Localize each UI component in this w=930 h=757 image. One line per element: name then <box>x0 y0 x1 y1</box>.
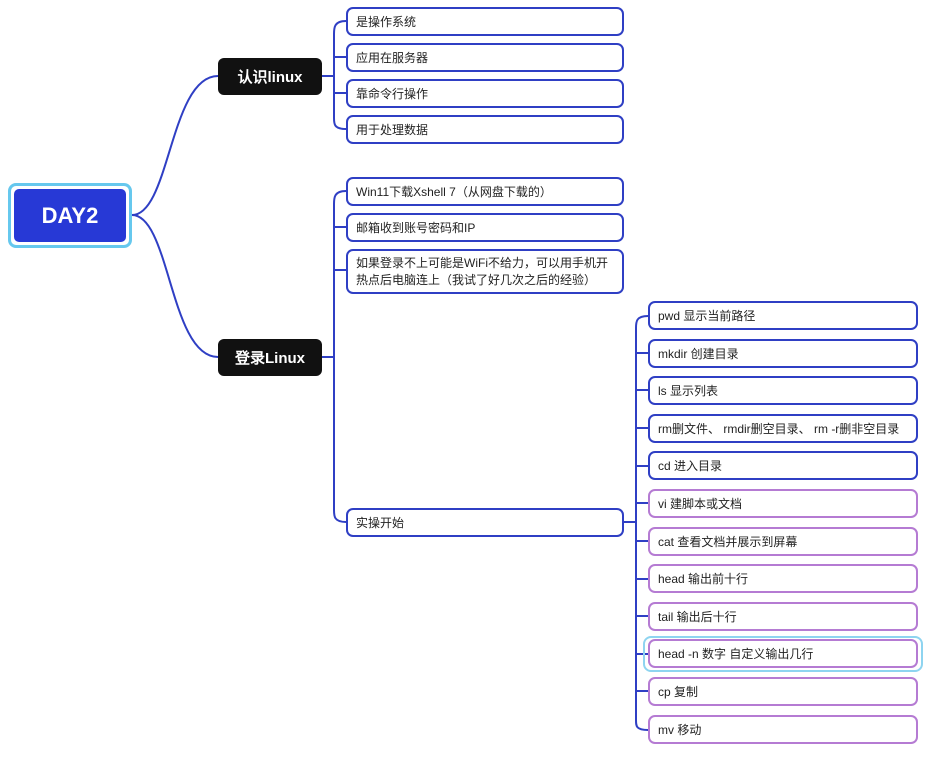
command-vi[interactable]: vi 建脚本或文档 <box>648 489 918 518</box>
subtopic-wifi-tip[interactable]: 如果登录不上可能是WiFi不给力，可以用手机开热点后电脑连上（我试了好几次之后的… <box>346 249 624 294</box>
branch-topic-recognize-linux[interactable]: 认识linux <box>218 58 322 95</box>
subtopic-label: Win11下载Xshell 7（从网盘下载的） <box>356 185 552 199</box>
selection-highlight <box>643 636 923 672</box>
command-label: ls 显示列表 <box>658 384 719 398</box>
command-rm[interactable]: rm删文件、 rmdir删空目录、 rm -r删非空目录 <box>648 414 918 443</box>
subtopic-label: 实操开始 <box>356 516 405 530</box>
command-cd[interactable]: cd 进入目录 <box>648 451 918 480</box>
command-label: head -n 数字 自定义输出几行 <box>658 647 814 661</box>
root-topic-label: DAY2 <box>14 189 126 242</box>
command-label: pwd 显示当前路径 <box>658 309 756 323</box>
command-label: cp 复制 <box>658 685 699 699</box>
command-label: head 输出前十行 <box>658 572 749 586</box>
command-label: tail 输出后十行 <box>658 610 737 624</box>
branch-topic-label: 认识linux <box>237 69 303 86</box>
command-label: vi 建脚本或文档 <box>658 497 743 511</box>
subtopic-label: 靠命令行操作 <box>356 87 429 101</box>
subtopic-email-credentials[interactable]: 邮箱收到账号密码和IP <box>346 213 624 242</box>
root-topic[interactable]: DAY2 <box>8 183 132 248</box>
command-head-n[interactable]: head -n 数字 自定义输出几行 <box>648 639 918 668</box>
branch-topic-login-linux[interactable]: 登录Linux <box>218 339 322 376</box>
command-ls[interactable]: ls 显示列表 <box>648 376 918 405</box>
subtopic-command-line[interactable]: 靠命令行操作 <box>346 79 624 108</box>
subtopic-data-processing[interactable]: 用于处理数据 <box>346 115 624 144</box>
command-label: mkdir 创建目录 <box>658 347 739 361</box>
subtopic-label: 应用在服务器 <box>356 51 429 65</box>
command-tail[interactable]: tail 输出后十行 <box>648 602 918 631</box>
command-label: cd 进入目录 <box>658 459 723 473</box>
subtopic-label: 邮箱收到账号密码和IP <box>356 221 476 235</box>
subtopic-practice-start[interactable]: 实操开始 <box>346 508 624 537</box>
command-cp[interactable]: cp 复制 <box>648 677 918 706</box>
subtopic-label: 是操作系统 <box>356 15 417 29</box>
command-head[interactable]: head 输出前十行 <box>648 564 918 593</box>
subtopic-operating-system[interactable]: 是操作系统 <box>346 7 624 36</box>
command-mkdir[interactable]: mkdir 创建目录 <box>648 339 918 368</box>
command-label: rm删文件、 rmdir删空目录、 rm -r删非空目录 <box>658 422 900 436</box>
subtopic-server-usage[interactable]: 应用在服务器 <box>346 43 624 72</box>
command-label: cat 查看文档并展示到屏幕 <box>658 535 798 549</box>
branch-topic-label: 登录Linux <box>235 350 305 367</box>
subtopic-label: 如果登录不上可能是WiFi不给力，可以用手机开热点后电脑连上（我试了好几次之后的… <box>356 255 608 287</box>
subtopic-label: 用于处理数据 <box>356 123 429 137</box>
command-cat[interactable]: cat 查看文档并展示到屏幕 <box>648 527 918 556</box>
command-mv[interactable]: mv 移动 <box>648 715 918 744</box>
command-pwd[interactable]: pwd 显示当前路径 <box>648 301 918 330</box>
command-label: mv 移动 <box>658 723 702 737</box>
subtopic-download-xshell[interactable]: Win11下载Xshell 7（从网盘下载的） <box>346 177 624 206</box>
